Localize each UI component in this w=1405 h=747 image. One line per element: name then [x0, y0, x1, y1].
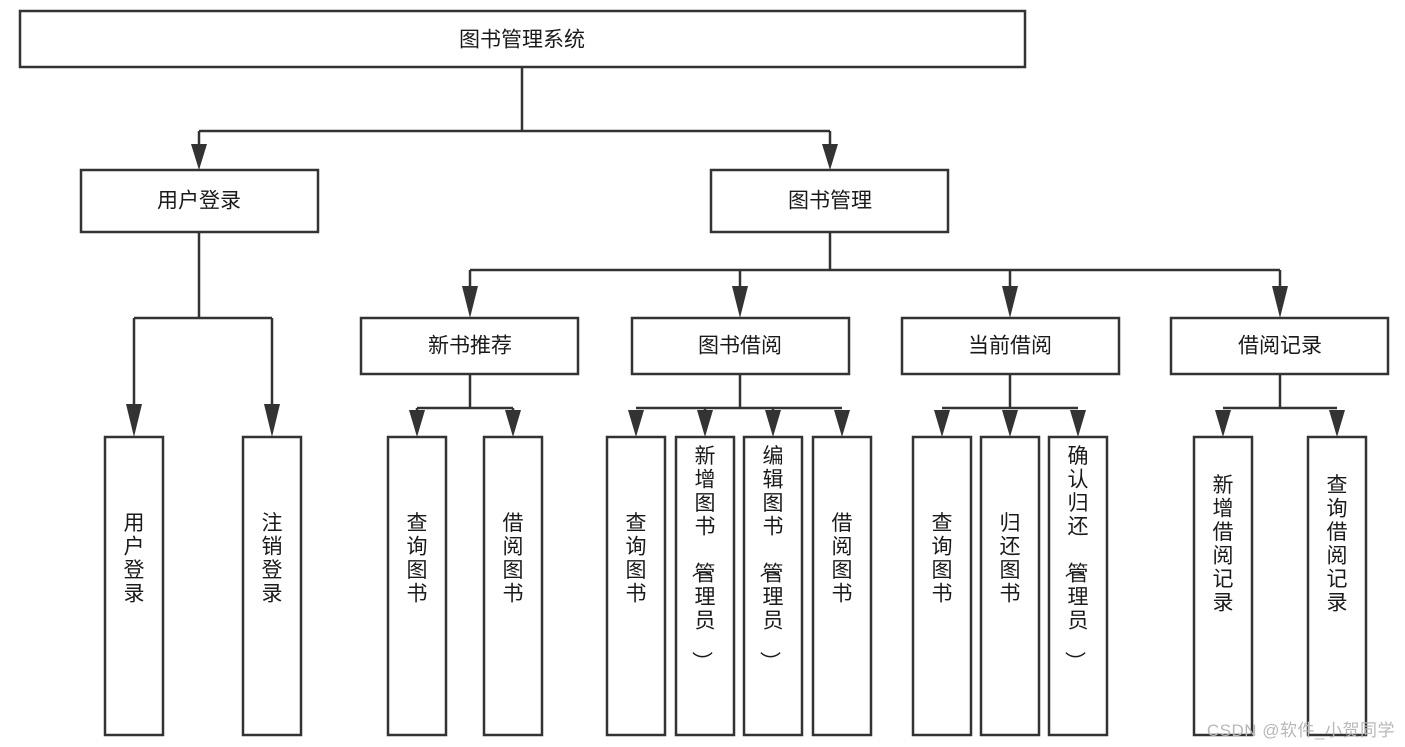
node-current-borrow[interactable]: 当前借阅 — [900, 316, 1121, 376]
node-book-management[interactable]: 图书管理 — [709, 168, 950, 234]
arrow-head-leaf-query-record — [1329, 410, 1345, 437]
node-leaf-query-book-2-label: 查询图书 — [626, 512, 647, 606]
node-leaf-edit-book[interactable]: 编辑图书（管理员） — [742, 435, 804, 737]
node-new-book-recommend-box[interactable] — [359, 316, 580, 376]
node-leaf-add-book[interactable]: 新增图书（管理员） — [674, 435, 736, 737]
node-leaf-borrow-book-2-box[interactable] — [811, 435, 873, 737]
node-leaf-query-record-box[interactable] — [1306, 435, 1368, 737]
node-leaf-confirm-return[interactable]: 确认归还（管理员） — [1047, 435, 1109, 737]
node-leaf-query-record-label: 查询借阅记录 — [1327, 474, 1348, 615]
arrow-head-leaf-borrow-book-1 — [505, 410, 521, 437]
node-leaf-add-book-label: 新增图书（管理员） — [690, 445, 716, 672]
node-leaf-add-record-label: 新增借阅记录 — [1213, 474, 1234, 615]
arrow-head-new-book-recommend — [462, 286, 478, 318]
node-leaf-user-logout-label: 注销登录 — [262, 512, 283, 606]
arrow-head-leaf-return-book — [1002, 410, 1018, 437]
arrow-head-borrow-record — [1272, 286, 1288, 318]
arrow-head-book-management — [822, 144, 838, 170]
connector-group-book-borrow-to-leaves — [628, 374, 850, 437]
arrow-head-leaf-user-logout — [264, 404, 280, 437]
connector-group-current-borrow-to-leaves — [934, 374, 1086, 437]
node-leaf-add-record[interactable]: 新增借阅记录 — [1192, 435, 1254, 737]
arrow-head-leaf-query-book-2 — [628, 410, 644, 437]
node-new-book-recommend[interactable]: 新书推荐 — [359, 316, 580, 376]
node-leaf-query-book-3[interactable]: 查询图书 — [911, 435, 973, 737]
node-leaf-return-book-label: 归还图书 — [1000, 512, 1021, 606]
node-book-borrow-box[interactable] — [630, 316, 851, 376]
node-leaf-borrow-book-2[interactable]: 借阅图书 — [811, 435, 873, 737]
arrow-head-user-login — [191, 144, 207, 170]
node-book-borrow-label: 图书借阅 — [698, 335, 782, 358]
node-root[interactable]: 图书管理系统 — [18, 9, 1027, 69]
node-leaf-query-book-1-label: 查询图书 — [407, 512, 428, 606]
arrow-head-leaf-confirm-return — [1070, 410, 1086, 437]
node-leaf-query-record[interactable]: 查询借阅记录 — [1306, 435, 1368, 737]
node-leaf-add-record-box[interactable] — [1192, 435, 1254, 737]
arrow-head-current-borrow — [1002, 286, 1018, 318]
node-borrow-record-box[interactable] — [1169, 316, 1390, 376]
node-user-login[interactable]: 用户登录 — [79, 168, 320, 234]
node-leaf-edit-book-box[interactable] — [742, 435, 804, 737]
csdn-watermark: CSDN @软件_小贺同学 — [1206, 721, 1395, 740]
node-borrow-record-label: 借阅记录 — [1238, 335, 1322, 358]
arrow-head-leaf-add-record — [1215, 410, 1231, 437]
arrow-head-leaf-query-book-3 — [934, 410, 950, 437]
node-current-borrow-box[interactable] — [900, 316, 1121, 376]
connector-group-book-management-to-level3 — [462, 232, 1288, 318]
node-leaf-user-logout[interactable]: 注销登录 — [241, 435, 303, 737]
connector-group-root-to-level2 — [191, 67, 838, 170]
node-leaf-borrow-book-2-label: 借阅图书 — [832, 512, 853, 606]
node-leaf-query-book-3-box[interactable] — [911, 435, 973, 737]
connector-group-borrow-record-to-leaves — [1215, 374, 1345, 437]
node-user-login-box[interactable] — [79, 168, 320, 234]
node-leaf-user-login-label: 用户登录 — [124, 512, 145, 606]
node-book-management-label: 图书管理 — [788, 190, 872, 213]
node-current-borrow-label: 当前借阅 — [968, 335, 1052, 358]
connector-group-new-book-recommend-to-leaves — [409, 374, 521, 437]
node-user-login-label: 用户登录 — [157, 190, 241, 213]
node-leaf-borrow-book-1-label: 借阅图书 — [503, 512, 524, 606]
node-leaf-confirm-return-label: 确认归还（管理员） — [1063, 445, 1089, 672]
node-leaf-query-book-1[interactable]: 查询图书 — [386, 435, 448, 737]
node-book-borrow[interactable]: 图书借阅 — [630, 316, 851, 376]
node-leaf-edit-book-label: 编辑图书（管理员） — [758, 445, 784, 672]
node-leaf-query-book-2[interactable]: 查询图书 — [605, 435, 667, 737]
node-borrow-record[interactable]: 借阅记录 — [1169, 316, 1390, 376]
node-leaf-add-book-box[interactable] — [674, 435, 736, 737]
connector-group-user-login-to-leaves — [126, 232, 280, 437]
arrow-head-book-borrow — [732, 286, 748, 318]
node-leaf-user-login[interactable]: 用户登录 — [103, 435, 165, 737]
node-leaf-user-login-box[interactable] — [103, 435, 165, 737]
arrow-head-leaf-add-book — [697, 410, 713, 437]
arrow-head-leaf-query-book-1 — [409, 410, 425, 437]
node-leaf-query-book-3-label: 查询图书 — [932, 512, 953, 606]
node-leaf-return-book[interactable]: 归还图书 — [979, 435, 1041, 737]
node-book-management-box[interactable] — [709, 168, 950, 234]
node-root-label: 图书管理系统 — [459, 29, 585, 52]
node-leaf-return-book-box[interactable] — [979, 435, 1041, 737]
node-leaf-confirm-return-box[interactable] — [1047, 435, 1109, 737]
node-leaf-borrow-book-1-box[interactable] — [482, 435, 544, 737]
arrow-head-leaf-borrow-book-2 — [834, 410, 850, 437]
node-leaf-query-book-1-box[interactable] — [386, 435, 448, 737]
node-leaf-borrow-book-1[interactable]: 借阅图书 — [482, 435, 544, 737]
arrow-head-leaf-edit-book — [765, 410, 781, 437]
node-root-box[interactable] — [18, 9, 1027, 69]
node-leaf-user-logout-box[interactable] — [241, 435, 303, 737]
node-leaf-query-book-2-box[interactable] — [605, 435, 667, 737]
node-new-book-recommend-label: 新书推荐 — [428, 335, 512, 358]
arrow-head-leaf-user-login — [126, 404, 142, 437]
